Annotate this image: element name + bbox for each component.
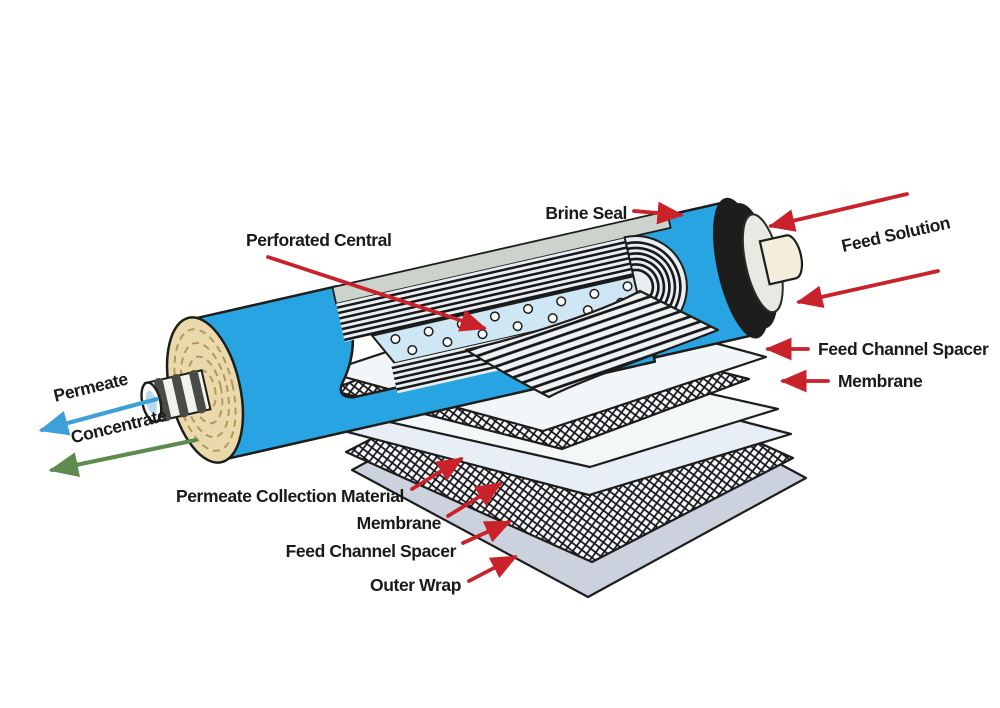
membrane-bottom-label: Membrane [357, 513, 442, 533]
membrane-right-label: Membrane [838, 371, 923, 391]
feed-solution-arrow-bottom [796, 269, 940, 308]
permeate-tube-rings [154, 369, 207, 422]
feed-channel-spacer-right-label: Feed Channel Spacer [818, 339, 989, 359]
spiral-windings [173, 328, 237, 452]
perforated-central-arrow [266, 255, 487, 332]
brine-seal-arrow [632, 201, 685, 225]
permeate-collection-material-arrow [410, 457, 464, 491]
outer-wrap-arrow [467, 555, 518, 583]
perforated-central-label: Perforated Central [246, 230, 391, 250]
feed-channel-spacer-bottom-label: Feed Channel Spacer [286, 541, 457, 561]
brine-seal-label: Brine Seal [545, 203, 627, 223]
membrane-element-cylinder [140, 197, 804, 464]
outer-wrap-label: Outer Wrap [370, 575, 461, 595]
feed-channel-spacer-sheet-upper [464, 289, 720, 399]
permeate-flow-arrow [38, 396, 160, 436]
membrane-bottom-arrow [446, 482, 503, 518]
feed-solution-arrow-top [768, 192, 909, 232]
feed-channel-spacer-bottom-arrow [461, 520, 512, 545]
rolled-layers-upper-stripes [336, 240, 634, 342]
feed-end-nub [758, 234, 804, 286]
callout-arrows [38, 192, 940, 583]
permeate-collection-material-label: Permeate Collection Material [176, 486, 404, 506]
permeate-label: Permeate [52, 368, 131, 405]
feed-solution-label: Feed Solution [840, 212, 952, 255]
concentrate-flow-arrow [48, 437, 199, 478]
